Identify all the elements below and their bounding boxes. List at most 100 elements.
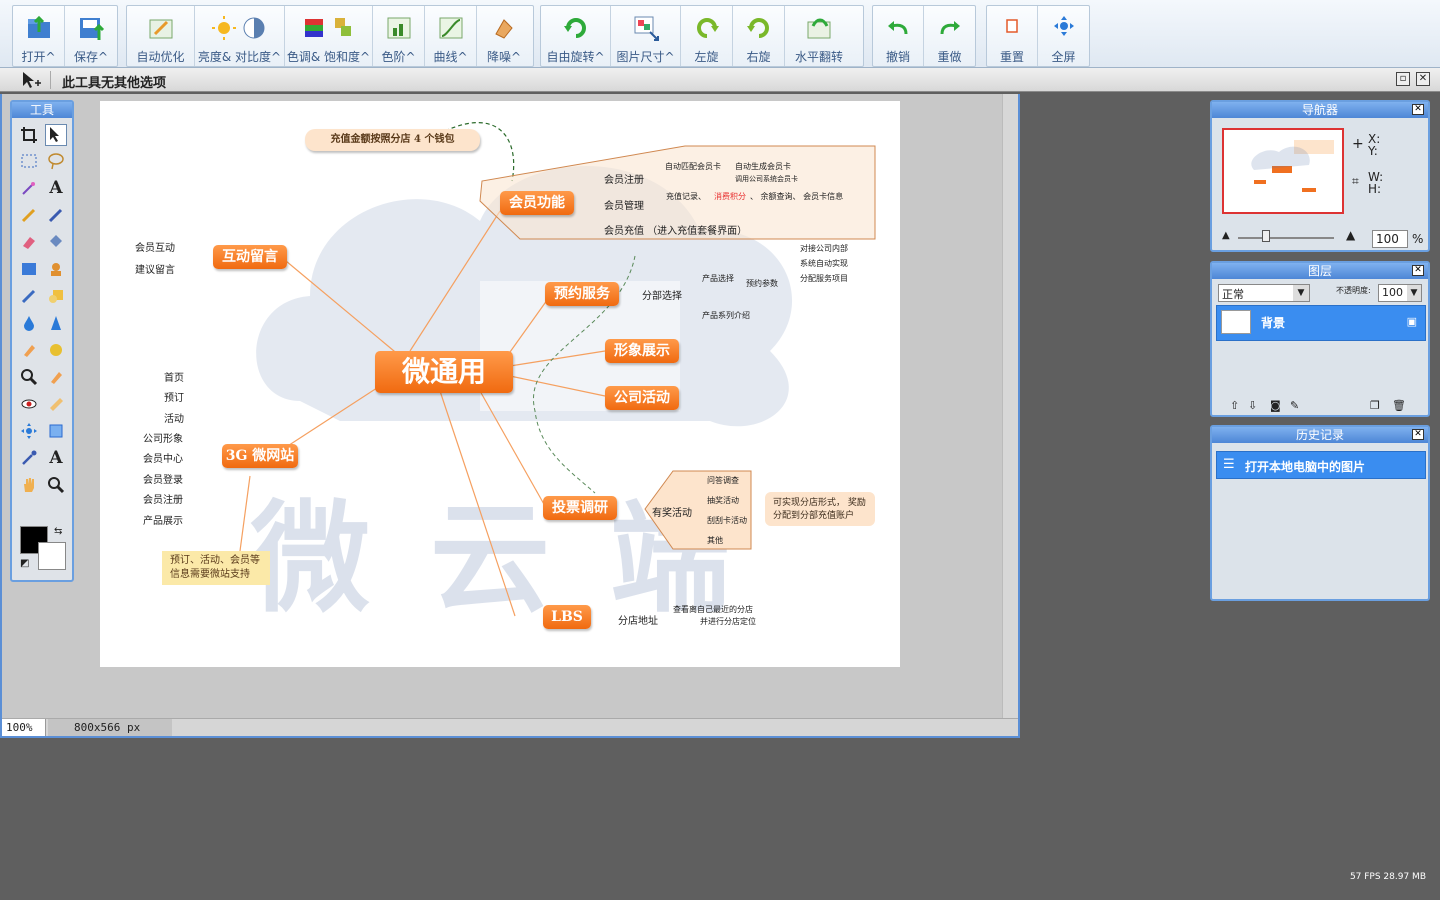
lasso-tool[interactable] bbox=[45, 150, 67, 172]
opacity-label: 不透明度: bbox=[1336, 286, 1371, 295]
zoom-out-icon[interactable]: ▲ bbox=[1222, 230, 1230, 241]
zoom-slider-thumb[interactable] bbox=[1262, 230, 1270, 242]
sharpen-tool[interactable] bbox=[45, 312, 67, 334]
new-layer-icon[interactable]: ❐ bbox=[1370, 399, 1380, 412]
stamp-tool[interactable] bbox=[45, 258, 67, 280]
blur-tool[interactable] bbox=[18, 312, 40, 334]
layers-panel: 图层✕ 正常 ▼ 不透明度: 100 ▼ 背景 ▣ ⇧ ⇩ ◙ ✎ ❐ 🗑 bbox=[1210, 261, 1430, 417]
document-image[interactable]: 微云端 充值金额按照分店 4 个钱包 微通用 会员功能 会员注册 自动匹配会员卡… bbox=[100, 101, 900, 667]
hue-saturation-button[interactable]: 色调& 饱和度^ bbox=[285, 6, 373, 66]
zoom-in-icon[interactable]: ▲ bbox=[1346, 228, 1356, 242]
zoom-slider-track[interactable] bbox=[1238, 237, 1334, 239]
sponge-tool[interactable] bbox=[45, 339, 67, 361]
gradient-tool[interactable] bbox=[18, 258, 40, 280]
booking-r1-text: 对接公司内部 bbox=[800, 244, 848, 253]
pan-arrows-icon bbox=[21, 423, 37, 439]
zoom-tool-2[interactable] bbox=[45, 474, 67, 496]
dodge-tool[interactable] bbox=[45, 366, 67, 388]
fullscreen-button[interactable]: 全屏 bbox=[1038, 6, 1089, 66]
flip-horizontal-label: 水平翻转 bbox=[794, 50, 843, 64]
layers-close-button[interactable]: ✕ bbox=[1412, 265, 1424, 276]
x-label: X: bbox=[1368, 132, 1381, 146]
navigator-title: 导航器 ✕ bbox=[1212, 102, 1428, 118]
swap-colors-icon[interactable]: ⇆ bbox=[54, 526, 63, 537]
layer-mask-icon[interactable]: ◙ bbox=[1270, 399, 1281, 412]
levels-button[interactable]: 色阶^ bbox=[373, 6, 425, 66]
site-item-4: 会员中心 bbox=[143, 454, 183, 465]
member-manage-a: 充值记录、 bbox=[666, 192, 706, 201]
transform-tool[interactable] bbox=[45, 420, 67, 442]
color-picker-tool[interactable] bbox=[18, 447, 40, 469]
layer-down-icon[interactable]: ⇩ bbox=[1248, 399, 1258, 412]
navigator-close-button[interactable]: ✕ bbox=[1412, 104, 1424, 115]
restore-window-button[interactable]: ▫ bbox=[1396, 72, 1410, 86]
cursor-position-icon: + bbox=[1352, 136, 1364, 152]
redo-icon bbox=[940, 21, 960, 35]
auto-enhance-button[interactable]: 自动优化 bbox=[127, 6, 195, 66]
denoise-button[interactable]: 降噪^ bbox=[477, 6, 531, 66]
site-item-0: 首页 bbox=[164, 373, 184, 384]
navigator-title-text: 导航器 bbox=[1301, 103, 1338, 117]
text-tool-2[interactable]: A bbox=[45, 447, 67, 469]
magic-wand-tool[interactable] bbox=[18, 177, 40, 199]
fill-tool[interactable] bbox=[45, 231, 67, 253]
navigator-thumbnail[interactable] bbox=[1222, 128, 1344, 214]
open-button[interactable]: 打开^ bbox=[13, 6, 65, 66]
reset-button[interactable]: 重置 bbox=[987, 6, 1039, 66]
eraser-tool[interactable] bbox=[18, 231, 40, 253]
opacity-select[interactable]: 100 ▼ bbox=[1378, 284, 1422, 302]
background-color-swatch[interactable] bbox=[38, 542, 66, 570]
blur-drop-icon bbox=[24, 316, 34, 331]
vertical-scrollbar[interactable] bbox=[1002, 94, 1018, 718]
clone-stamp-icon bbox=[51, 263, 61, 276]
zoom-percent-input[interactable]: 100 bbox=[1372, 230, 1408, 248]
pan-tool[interactable] bbox=[18, 420, 40, 442]
delete-layer-icon[interactable]: 🗑 bbox=[1392, 399, 1406, 412]
zoom-level[interactable]: 100% bbox=[2, 719, 46, 736]
chevron-down-icon: ▼ bbox=[1293, 285, 1309, 301]
member-recharge-text: 会员充值 （进入充值套餐界面） bbox=[604, 226, 748, 237]
member-manage-text: 会员管理 bbox=[604, 201, 644, 212]
move-tool-icon bbox=[23, 72, 41, 88]
free-rotate-button[interactable]: 自由旋转^ bbox=[541, 6, 611, 66]
transform-icon bbox=[49, 424, 63, 438]
close-window-button[interactable]: ✕ bbox=[1416, 72, 1430, 86]
brush-tool[interactable] bbox=[45, 204, 67, 226]
shape-tool[interactable] bbox=[45, 285, 67, 307]
history-item[interactable]: ☰ 打开本地电脑中的图片 bbox=[1216, 451, 1426, 479]
red-eye-tool[interactable] bbox=[18, 393, 40, 415]
image-size-icon bbox=[634, 16, 659, 41]
curves-button[interactable]: 曲线^ bbox=[425, 6, 477, 66]
crop-tool[interactable] bbox=[18, 124, 40, 146]
layer-up-icon[interactable]: ⇧ bbox=[1230, 399, 1240, 412]
toolbar-group-history: 撤销 重做 bbox=[872, 5, 976, 67]
hand-tool[interactable] bbox=[18, 474, 40, 496]
redo-button[interactable]: 重做 bbox=[924, 6, 975, 66]
history-close-button[interactable]: ✕ bbox=[1412, 429, 1424, 440]
rotate-right-button[interactable]: 右旋 bbox=[733, 6, 785, 66]
image-size-button[interactable]: 图片尺寸^ bbox=[611, 6, 681, 66]
zoom-tool[interactable] bbox=[18, 366, 40, 388]
reset-colors-icon[interactable]: ◩ bbox=[20, 558, 30, 569]
pencil-tool[interactable] bbox=[18, 204, 40, 226]
tools-panel-title: 工具 bbox=[12, 102, 72, 118]
undo-button[interactable]: 撤销 bbox=[873, 6, 925, 66]
replace-color-tool[interactable] bbox=[18, 285, 40, 307]
layer-row-background[interactable]: 背景 ▣ bbox=[1216, 305, 1426, 341]
flip-horizontal-button[interactable]: 水平翻转 bbox=[785, 6, 853, 66]
site-note: 预订、活动、会员等信息需要微站支持 bbox=[162, 551, 270, 585]
rect-select-tool[interactable] bbox=[18, 150, 40, 172]
opacity-chevron-icon: ▼ bbox=[1407, 285, 1421, 301]
smudge-tool[interactable] bbox=[18, 339, 40, 361]
bandage-tool[interactable] bbox=[45, 393, 67, 415]
blend-mode-select[interactable]: 正常 ▼ bbox=[1218, 284, 1310, 302]
text-tool-icon: A bbox=[49, 178, 63, 198]
brightness-contrast-button[interactable]: 亮度& 对比度^ bbox=[195, 6, 285, 66]
layer-style-icon[interactable]: ✎ bbox=[1290, 399, 1300, 412]
text-tool[interactable]: A bbox=[45, 177, 67, 199]
save-button[interactable]: 保存^ bbox=[65, 6, 117, 66]
tool-options-message: 此工具无其他选项 bbox=[62, 76, 167, 91]
rotate-left-button[interactable]: 左旋 bbox=[681, 6, 733, 66]
move-tool[interactable] bbox=[45, 124, 67, 146]
member-manage-b: 消费积分 bbox=[714, 192, 746, 201]
